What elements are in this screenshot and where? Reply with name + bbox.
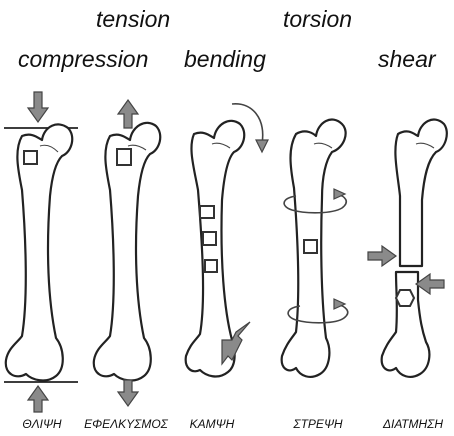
femur-shear-upper xyxy=(395,120,446,266)
greek-label-shear: ΔΙΑΤΜΗΣΗ xyxy=(382,417,443,431)
torsion-element-icon xyxy=(304,240,317,253)
bending-element-middle-icon xyxy=(203,232,216,245)
bone-shear xyxy=(368,120,447,377)
bending-element-bottom-icon xyxy=(205,260,217,272)
tension-down-arrow-icon xyxy=(118,380,138,406)
greek-label-compression: ΘΛΙΨΗ xyxy=(22,417,62,431)
greek-label-tension: ΕΦΕΛΚΥΣΜΟΣ xyxy=(84,417,169,431)
compression-down-arrow-icon xyxy=(28,92,48,122)
femur-compression xyxy=(6,124,72,380)
tension-element-icon xyxy=(117,149,131,165)
bending-element-top-icon xyxy=(200,206,214,218)
greek-label-torsion: ΣΤΡΕΨΗ xyxy=(292,417,343,431)
compression-element-icon xyxy=(24,151,37,164)
greek-label-bending: ΚΑΜΨΗ xyxy=(190,417,235,431)
bone-torsion xyxy=(282,120,348,377)
compression-up-arrow-icon xyxy=(28,386,48,412)
shear-element-icon xyxy=(396,290,414,306)
bending-moment-arrowhead-icon xyxy=(256,140,268,152)
torsion-bottom-arrowhead-icon xyxy=(334,299,345,309)
shear-right-arrow-icon xyxy=(416,274,444,294)
shear-left-arrow-icon xyxy=(368,246,396,266)
tension-up-arrow-icon xyxy=(118,100,138,128)
bone-bending xyxy=(186,104,268,377)
bone-tension xyxy=(94,100,160,406)
bone-compression xyxy=(4,92,78,412)
